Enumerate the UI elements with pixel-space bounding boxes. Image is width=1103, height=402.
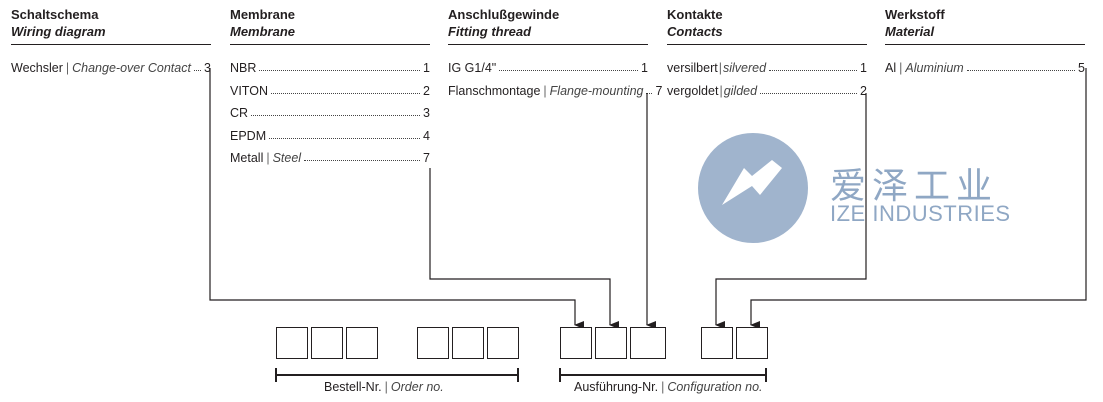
- watermark-text-en: IZE INDUSTRIES: [830, 201, 1011, 226]
- option-label-en: Flange-mounting: [549, 84, 644, 98]
- option-code: 5: [1078, 61, 1085, 75]
- config-digit-box[interactable]: [736, 327, 768, 359]
- option-code: 7: [655, 84, 663, 98]
- option-label-en: silvered: [722, 61, 767, 75]
- option-code: 1: [641, 61, 648, 75]
- leader-dots: [760, 93, 858, 94]
- order-label-de: Bestell-Nr.: [324, 380, 382, 394]
- separator: |: [266, 151, 270, 165]
- header-de: Kontakte: [667, 7, 723, 22]
- option-label: Wechsler: [11, 61, 63, 75]
- order-number-label: Bestell-Nr.|Order no.: [322, 380, 446, 394]
- config-digit-box[interactable]: [630, 327, 666, 359]
- option-code: 1: [860, 61, 867, 75]
- option-row: IG G1/4" 1: [448, 57, 648, 75]
- separator: |: [899, 61, 903, 75]
- column-fitting-thread: Anschlußgewinde Fitting thread: [448, 6, 559, 40]
- leader-dots: [270, 93, 421, 94]
- column-contacts: Kontakte Contacts: [667, 6, 723, 40]
- option-code: 2: [423, 84, 430, 98]
- config-label-de: Ausführung-Nr.: [574, 380, 659, 394]
- option-label-en: Steel: [272, 151, 302, 165]
- header-de: Werkstoff: [885, 7, 945, 22]
- order-digit-box[interactable]: [311, 327, 343, 359]
- leader-dots: [259, 70, 421, 71]
- header-en: Membrane: [230, 24, 296, 39]
- header-en: Fitting thread: [448, 24, 532, 39]
- config-label-en: Configuration no.: [667, 380, 763, 394]
- config-digit-box[interactable]: [595, 327, 627, 359]
- option-label: versilbert: [667, 61, 718, 75]
- header-en: Contacts: [667, 24, 723, 39]
- option-row: Wechsler | Change-over Contact 3: [11, 57, 211, 75]
- option-label-en: gilded: [723, 84, 758, 98]
- separator: |: [384, 380, 388, 394]
- order-digit-box[interactable]: [276, 327, 308, 359]
- option-row: NBR 1: [230, 57, 430, 75]
- option-code: 2: [860, 84, 867, 98]
- option-label: EPDM: [230, 129, 267, 143]
- watermark-text-cn: 爱泽工业: [830, 166, 999, 207]
- order-label-en: Order no.: [390, 380, 444, 394]
- option-label: IG G1/4": [448, 61, 497, 75]
- option-code: 3: [423, 106, 430, 120]
- leader-dots: [646, 93, 653, 94]
- column-material: Werkstoff Material: [885, 6, 945, 40]
- option-code: 7: [423, 151, 430, 165]
- header-rule: [885, 44, 1085, 45]
- config-digit-box[interactable]: [701, 327, 733, 359]
- option-label: NBR: [230, 61, 257, 75]
- leader-dots: [966, 70, 1076, 71]
- order-digit-box[interactable]: [417, 327, 449, 359]
- option-label: CR: [230, 106, 249, 120]
- header-rule: [667, 44, 867, 45]
- leader-dots: [304, 160, 421, 161]
- option-label: Metall: [230, 151, 264, 165]
- option-label: vergoldet: [667, 84, 719, 98]
- leader-dots: [193, 70, 202, 71]
- config-digit-box[interactable]: [560, 327, 592, 359]
- header-rule: [11, 44, 211, 45]
- option-row: Flanschmontage | Flange-mounting 7: [448, 80, 662, 98]
- separator: |: [65, 61, 70, 75]
- leader-dots: [769, 70, 858, 71]
- option-code: 4: [423, 129, 430, 143]
- order-digit-box[interactable]: [346, 327, 378, 359]
- leader-dots: [499, 70, 639, 71]
- order-digit-box[interactable]: [452, 327, 484, 359]
- separator: |: [543, 84, 547, 98]
- header-rule: [448, 44, 648, 45]
- header-en: Wiring diagram: [11, 24, 106, 39]
- option-label: Flanschmontage: [448, 84, 541, 98]
- option-row: Al | Aluminium 5: [885, 57, 1085, 75]
- separator: |: [718, 61, 722, 75]
- option-code: 1: [423, 61, 430, 75]
- option-row: CR 3: [230, 102, 430, 120]
- option-label: VITON: [230, 84, 268, 98]
- option-row: Metall | Steel 7: [230, 147, 430, 165]
- order-digit-box[interactable]: [487, 327, 519, 359]
- header-rule: [230, 44, 430, 45]
- separator: |: [719, 84, 723, 98]
- header-en: Material: [885, 24, 935, 39]
- option-code: 3: [204, 61, 211, 75]
- option-label-en: Aluminium: [905, 61, 964, 75]
- option-row: VITON 2: [230, 80, 430, 98]
- option-row: vergoldet | gilded 2: [667, 80, 867, 98]
- column-wiring-diagram: Schaltschema Wiring diagram: [11, 6, 106, 40]
- leader-dots: [251, 115, 421, 116]
- separator: |: [661, 380, 665, 394]
- header-de: Membrane: [230, 7, 296, 22]
- option-row: EPDM 4: [230, 125, 430, 143]
- leader-dots: [269, 138, 421, 139]
- configuration-number-label: Ausführung-Nr.|Configuration no.: [572, 380, 765, 394]
- header-de: Anschlußgewinde: [448, 7, 560, 22]
- option-label: Al: [885, 61, 897, 75]
- option-label-en: Change-over Contact: [72, 61, 191, 75]
- option-row: versilbert | silvered 1: [667, 57, 867, 75]
- header-de: Schaltschema: [11, 7, 99, 22]
- column-membrane: Membrane Membrane: [230, 6, 295, 40]
